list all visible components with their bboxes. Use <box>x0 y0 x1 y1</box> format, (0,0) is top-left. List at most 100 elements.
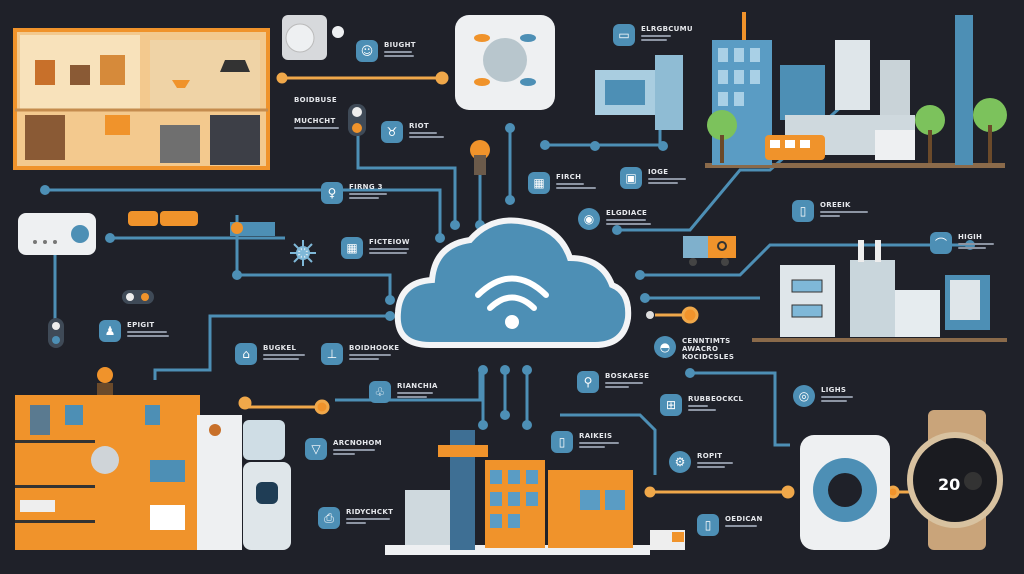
label-title: FIRNG 3 <box>349 183 383 191</box>
label-tile: ☺ BIUGHT <box>356 40 416 62</box>
label-title: BOSKAESE <box>605 372 650 380</box>
label-title: RIOT <box>409 122 429 130</box>
light-device <box>48 318 64 348</box>
switch-device <box>122 290 154 304</box>
sun-sensor-icon <box>290 240 316 266</box>
label-title: MUCHCHT <box>294 117 336 125</box>
label-title: ARCNOHOM <box>333 439 382 447</box>
smart-factory <box>752 240 1007 342</box>
label-title: ROPIT <box>697 452 723 460</box>
smart-office-building <box>385 430 685 555</box>
label-title: RIDYCHCKT <box>346 508 394 516</box>
lock-icon: ◎ <box>793 385 815 407</box>
label-tile: ⎙ RIDYCHCKT <box>318 507 393 529</box>
connection-line <box>45 188 442 238</box>
label-title: LIGHS <box>821 386 847 394</box>
label-tile: ▣ IOGE <box>620 167 686 189</box>
label-tile: ▯ RAIKEIS <box>551 431 619 453</box>
gears-icon: ⚙ <box>669 451 691 473</box>
calendar-icon: ▦ <box>528 172 550 194</box>
smart-hub-device <box>455 15 555 110</box>
label-tile: ⌂ BUGKEL <box>235 343 305 365</box>
smartwatch: 20 <box>907 410 1003 550</box>
label-tile: ⚲ BOSKAESE <box>577 371 649 393</box>
label-tile: MUCHCHT <box>294 116 339 129</box>
smart-appliance-shelves <box>15 367 200 550</box>
label-tile: ⊞ RUBBEOCKCL <box>660 394 743 416</box>
label-title: RIANCHIA <box>397 382 438 390</box>
label-title: BOIDHOOKE <box>349 344 400 352</box>
wifi-icon: ⌒ <box>930 232 952 254</box>
label-title: HIGIH <box>958 233 983 241</box>
label-title: IOGE <box>648 168 669 176</box>
label-tile: ◎ LIGHS <box>793 385 853 407</box>
label-title: RAIKEIS <box>579 432 613 440</box>
delivery-van <box>683 236 736 266</box>
label-tile: ▭ ELRGBCUMU <box>613 24 693 46</box>
robot-icon: ☺ <box>356 40 378 62</box>
sofa-icon: ▭ <box>613 24 635 46</box>
connection-line <box>560 413 657 475</box>
cart-icon: ⊞ <box>660 394 682 416</box>
label-title: BUGKEL <box>263 344 297 352</box>
label-tile: ♟ EPIGIT <box>99 320 169 342</box>
label-tile: ▯ OEDICAN <box>697 514 763 536</box>
label-tile: BOIDBUSE <box>294 95 337 104</box>
smart-thermostat <box>800 435 890 550</box>
phone-icon: ▯ <box>551 431 573 453</box>
label-title: BIUGHT <box>384 41 416 49</box>
bulb-icon: ◉ <box>578 208 600 230</box>
connection-line <box>690 371 790 447</box>
label-tile: ♀ FIRNG 3 <box>321 182 387 204</box>
label-title: CENNTIMTS AWACRO KOCIDCSLES <box>682 337 735 361</box>
grid-icon: ▦ <box>341 237 363 259</box>
connection-line <box>545 125 662 147</box>
label-tile: ◉ ELGDIACE <box>578 208 651 230</box>
pig-icon: ♉ <box>381 121 403 143</box>
label-title: OEDICAN <box>725 515 763 523</box>
sprinkler-device <box>230 222 275 236</box>
connection-line <box>640 243 970 277</box>
label-title: EPIGIT <box>127 321 155 329</box>
plant-icon: ♧ <box>369 381 391 403</box>
label-tile: ▯OREEIK <box>792 200 868 222</box>
label-tile: ⌒ HIGIH <box>930 232 994 254</box>
connection-line <box>235 215 392 300</box>
label-tile: ⚙ ROPIT <box>669 451 733 473</box>
connection-line <box>356 135 457 225</box>
traffic-light-device <box>348 104 366 136</box>
printer-icon: ⎙ <box>318 507 340 529</box>
router-icon: ◓ <box>654 336 676 358</box>
label-title: RUBBEOCKCL <box>688 395 744 403</box>
tower-icon: ⊥ <box>321 343 343 365</box>
orange-links <box>238 71 915 499</box>
location-pin-icon: ♀ <box>321 182 343 204</box>
label-title: ELGDIACE <box>606 209 648 217</box>
shield-icon: ▽ <box>305 438 327 460</box>
connection-line <box>153 314 390 380</box>
router-device <box>18 213 96 255</box>
smart-speaker <box>243 420 285 460</box>
home-icon: ⌂ <box>235 343 257 365</box>
label-title: OREEIK <box>820 201 851 209</box>
air-purifier <box>197 415 242 550</box>
label-tile: ▦ FIRCH <box>528 172 596 194</box>
label-tile: ♧ RIANCHIA <box>369 381 438 403</box>
kiosk-machine <box>595 55 683 130</box>
label-tile: ▦FICTEIOW <box>341 237 410 259</box>
bottle-icon: ▯ <box>697 514 719 536</box>
smart-fridge <box>243 462 291 550</box>
label-title: ELRGBCUMU <box>641 25 693 33</box>
person-icon: ♟ <box>99 320 121 342</box>
connection-lines <box>45 88 970 475</box>
label-title: FIRCH <box>556 173 582 181</box>
sensor-strip <box>128 211 198 226</box>
watch-display-value: 20 <box>938 475 960 494</box>
smart-camera-device <box>282 15 344 60</box>
smart-city <box>705 12 1007 168</box>
appliance-icon: ▣ <box>620 167 642 189</box>
key-icon: ⚲ <box>577 371 599 393</box>
label-tile: ⊥ BOIDHOOKE <box>321 343 399 365</box>
label-tile: ▽ ARCNOHOM <box>305 438 382 460</box>
